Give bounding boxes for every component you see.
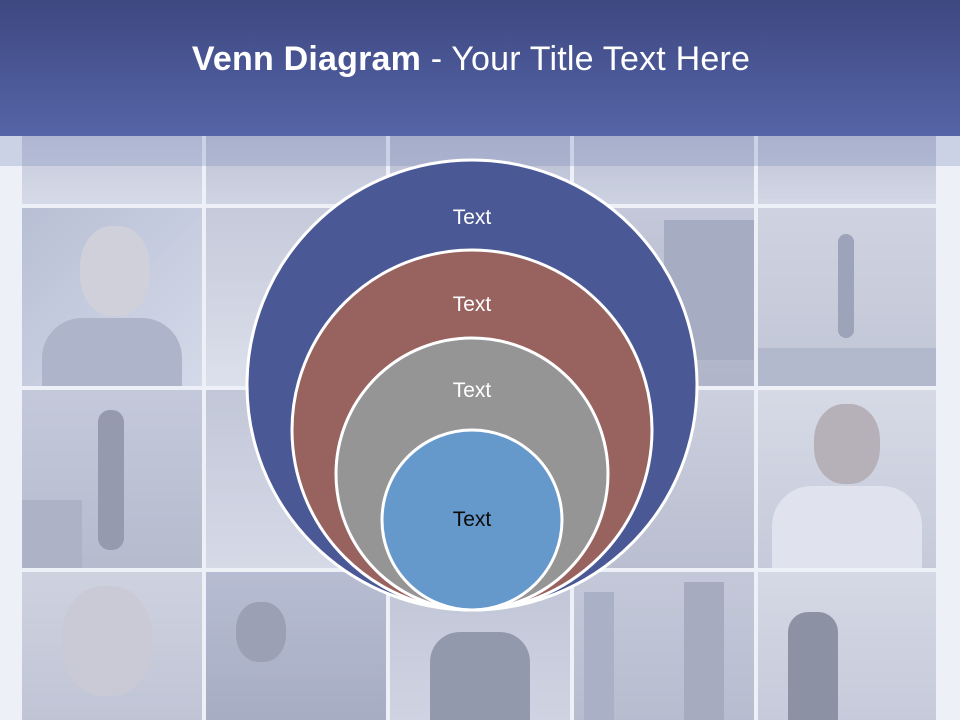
photo-tile <box>758 208 936 386</box>
photo-tile <box>22 390 202 568</box>
slide-title-rest: - Your Title Text Here <box>421 40 751 78</box>
photo-tile <box>22 208 202 386</box>
title-bar <box>0 0 960 136</box>
slide-title-bold: Venn Diagram <box>191 40 422 78</box>
venn-label-third: Text <box>453 379 492 402</box>
photo-tile <box>758 390 936 568</box>
photo-tile <box>22 572 202 720</box>
venn-label-outer: Text <box>453 206 492 229</box>
slide-title: Venn Diagram - Your Title Text Here <box>0 40 942 79</box>
photo-tile <box>758 572 936 720</box>
venn-ring-inner <box>380 428 564 612</box>
venn-label-second: Text <box>453 293 492 316</box>
photo-tile <box>206 572 386 720</box>
venn-label-inner: Text <box>453 508 492 531</box>
photo-tile <box>574 572 754 720</box>
